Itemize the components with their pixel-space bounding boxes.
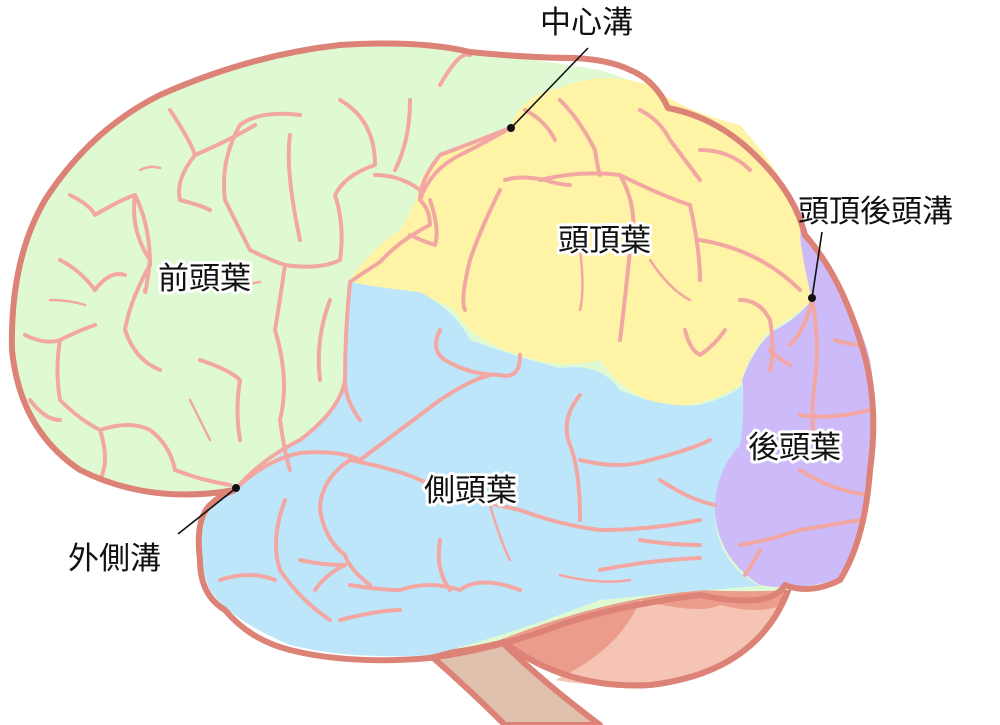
frontal-lobe-label: 前頭葉 xyxy=(158,261,251,297)
temporal-lobe-region xyxy=(201,282,760,657)
occipital-lobe-label: 後頭葉 xyxy=(748,430,841,466)
parietal-lobe-label: 頭頂葉 xyxy=(558,223,651,259)
parieto-occipital-sulcus-pointer xyxy=(808,231,823,302)
parietal-sulci xyxy=(408,98,802,372)
lateral-sulcus-label: 外側溝 xyxy=(68,541,161,577)
central-sulcus-pointer xyxy=(507,47,589,132)
cerebrum-outline xyxy=(8,40,877,664)
parieto-occipital-sulcus-label: 頭頂後頭溝 xyxy=(798,194,953,230)
parietal-lobe-region xyxy=(350,78,813,406)
occipital-lobe-region xyxy=(714,230,876,588)
lobe-boundaries xyxy=(233,126,814,492)
central-sulcus-label: 中心溝 xyxy=(540,5,633,41)
temporal-sulci xyxy=(218,328,717,622)
temporal-lobe-label: 側頭葉 xyxy=(424,473,517,509)
lateral-sulcus-pointer xyxy=(177,484,240,535)
